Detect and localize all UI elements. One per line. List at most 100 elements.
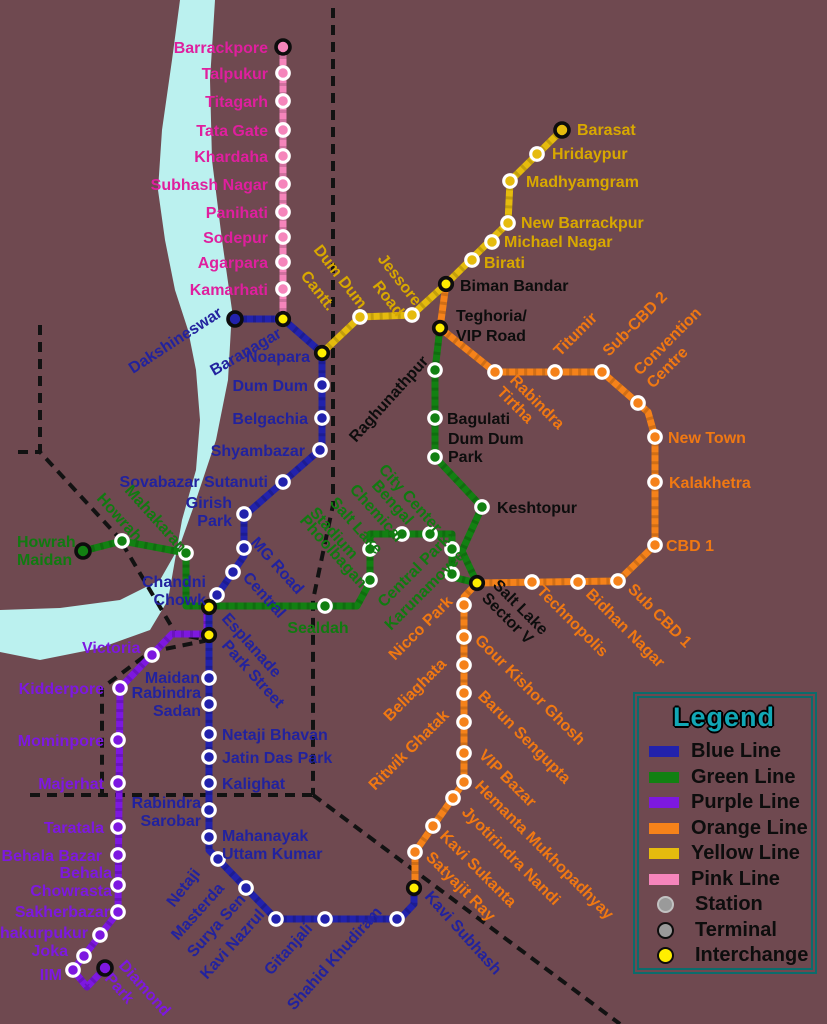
station-mahakaran: [178, 545, 194, 561]
station-label: Subhash Nagar: [151, 177, 268, 194]
station-label: Behala Bazar: [2, 848, 103, 865]
legend-line-swatch: [649, 822, 679, 834]
station-kavi-sukanta: [425, 818, 441, 834]
station-label: Sadan: [153, 703, 201, 720]
legend-item-label: Green Line: [691, 765, 796, 788]
station-barasat: [553, 121, 571, 139]
station-label: Rabindra: [132, 795, 201, 812]
station-biman-bandar: [437, 275, 455, 293]
station-label: Maidan: [17, 552, 72, 569]
station-label: Tata Gate: [196, 123, 268, 140]
station-label: Chowrasta: [30, 883, 112, 900]
station-teghoria-vip-road: [431, 319, 449, 337]
station-central-park: [444, 541, 460, 557]
legend-line-swatch: [649, 771, 679, 783]
station-bengal-chemical: [394, 526, 410, 542]
station-label: Michael Nagar: [504, 234, 612, 251]
station-gour-kishor-ghosh: [456, 629, 472, 645]
station-talpukur: [275, 65, 291, 81]
legend-item-label: Orange Line: [691, 816, 808, 839]
station-label: Girish: [186, 495, 232, 512]
station-label: CBD 1: [666, 538, 714, 555]
station-label: Victoria: [82, 640, 141, 657]
station-kidderpore: [112, 680, 128, 696]
station-label: Chandni: [142, 574, 206, 591]
station-label: Birati: [484, 255, 525, 272]
rail-vertical-east: [311, 8, 335, 795]
station-label: Kalakhetra: [669, 475, 751, 492]
station-label: Sarobar: [141, 813, 201, 830]
station-rabindra-sarobar: [201, 802, 217, 818]
station-label: Sealdah: [287, 620, 348, 637]
station-dum-dum-park: [427, 449, 443, 465]
station-label: Titagarh: [205, 94, 268, 111]
station-phoolbagan: [362, 572, 378, 588]
station-label: Panihati: [206, 205, 268, 222]
station-victoria: [144, 647, 160, 663]
Hooghly river: [0, 0, 232, 660]
station-karunamoyee: [444, 566, 460, 582]
green-line-texture: [82, 327, 486, 610]
station-subhash-nagar: [275, 176, 291, 192]
station-label: Park: [197, 513, 232, 530]
station-label: Bagulati: [447, 411, 510, 428]
station-belgachia: [314, 410, 330, 426]
station-label: Howrah: [17, 534, 76, 551]
station-tata-gate: [275, 122, 291, 138]
station-label: Mahanayak: [222, 828, 308, 845]
station-jatin-das-park: [201, 749, 217, 765]
station-sub-cbd-2: [594, 364, 610, 380]
station-thakurpukur: [92, 927, 108, 943]
station-city-center: [422, 526, 438, 542]
legend-item-label: Station: [695, 893, 763, 916]
station-masterda-surya-sen: [238, 880, 254, 896]
station-maidan: [201, 670, 217, 686]
station-shyambazar: [312, 442, 328, 458]
legend-terminal-marker: [657, 921, 674, 939]
station-gitanjali: [317, 911, 333, 927]
station-shahid-khudiram: [389, 911, 405, 927]
station-label: Barrackpore: [174, 40, 268, 57]
rail-kidderpore: [100, 638, 210, 795]
station-barun-sengupta: [456, 685, 472, 701]
station-dum-dum: [314, 377, 330, 393]
station-salt-lake-stadium: [362, 541, 378, 557]
station-dakshineswar: [226, 310, 244, 328]
legend-item-label: Interchange: [695, 944, 809, 967]
station-michael-nagar: [484, 234, 500, 250]
station-raghunathpur: [427, 362, 443, 378]
legend-item-yellow-line: Yellow Line: [649, 841, 811, 867]
station-beliaghata: [456, 657, 472, 673]
green-line: [82, 327, 486, 610]
legend-interchange-marker: [657, 947, 674, 965]
station-hridaypur: [529, 146, 545, 162]
station-label: Netaji Bhavan: [222, 727, 328, 744]
station-noapara: [313, 344, 331, 362]
station-label: Sakherbazar: [15, 904, 110, 921]
station-mg-road: [236, 540, 252, 556]
station-majerhat: [110, 775, 126, 791]
legend-item-orange-line: Orange Line: [649, 816, 811, 842]
station-bidhan-nagar: [570, 574, 586, 590]
station-label: Mominpore: [18, 733, 104, 750]
station-netaji: [210, 851, 226, 867]
legend-item-interchange: Interchange: [649, 943, 811, 969]
station-kavi-subhash: [405, 879, 423, 897]
station-label: Keshtopur: [497, 500, 577, 517]
station-convention-centre: [630, 395, 646, 411]
station-label: Shyambazar: [211, 443, 305, 460]
station-mahanayak-uttam-kumar: [201, 829, 217, 845]
station-label: Sodepur: [203, 230, 268, 247]
station-label: Kidderpore: [19, 681, 104, 698]
station-barrackpore: [274, 38, 292, 56]
station-kalighat: [201, 775, 217, 791]
station-label: Kalighat: [222, 776, 286, 793]
station-technopolis: [524, 574, 540, 590]
station-hemanta-mukhopadhyay: [456, 774, 472, 790]
legend-station-marker: [657, 896, 674, 914]
station-diamond-park: [96, 959, 114, 977]
station-park-street: [200, 626, 218, 644]
